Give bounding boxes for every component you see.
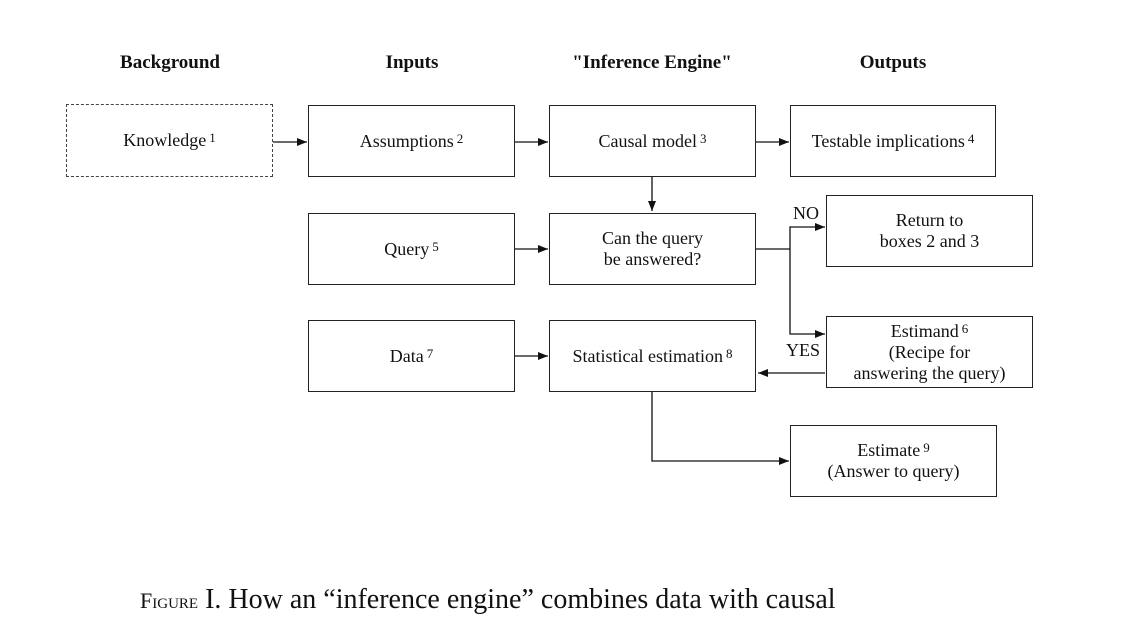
arrow-stat-est-to-estimate [651,392,789,465]
assumptions-num: 2 [456,130,464,146]
testable-num: 4 [967,130,975,146]
data-label: Data [389,345,424,366]
header-background: Background [120,52,220,73]
caption-figure-word: Figure [140,588,199,613]
header-inputs: Inputs [385,52,439,73]
estimate-label: Estimate [857,440,921,460]
box-can-query-be-answered: Can the query be answered? [549,213,756,285]
return-line1: Return to [895,210,964,230]
can-query-line1: Can the query [602,228,703,248]
estimate-num: 9 [923,440,930,455]
branch-label-yes: YES [786,340,821,360]
caption-text: I. How an “inference engine” combines da… [198,584,836,615]
branch-label-no: NO [793,203,819,223]
query-num: 5 [432,238,439,254]
data-num: 7 [426,345,434,361]
return-line2: boxes 2 and 3 [879,231,980,251]
estimand-line3: answering the query) [853,362,1006,383]
box-return-to-boxes: Return to boxes 2 and 3 [826,195,1033,267]
stat-est-num: 8 [725,345,733,361]
can-query-line2: be answered? [603,249,702,269]
query-label: Query [384,238,430,259]
header-outputs: Outputs [859,52,927,73]
causal-model-label: Causal model [598,130,697,151]
testable-label: Testable implications [811,130,965,151]
estimand-num: 6 [961,320,969,336]
knowledge-num: 1 [209,130,216,145]
estimand-label: Estimand [890,320,959,341]
estimate-line2: (Answer to query) [827,461,960,481]
estimand-line2: (Recipe for [888,341,971,362]
arrow-can-query-to-return [756,223,825,250]
arrow-can-query-to-estimand [789,249,825,338]
figure-caption: Figure I. How an “inference engine” comb… [140,584,836,616]
causal-model-num: 3 [699,130,707,146]
assumptions-label: Assumptions [359,130,454,151]
knowledge-label: Knowledge [123,130,207,150]
stat-est-label: Statistical estimation [572,345,723,366]
header-inference-engine: "Inference Engine" [572,52,732,73]
